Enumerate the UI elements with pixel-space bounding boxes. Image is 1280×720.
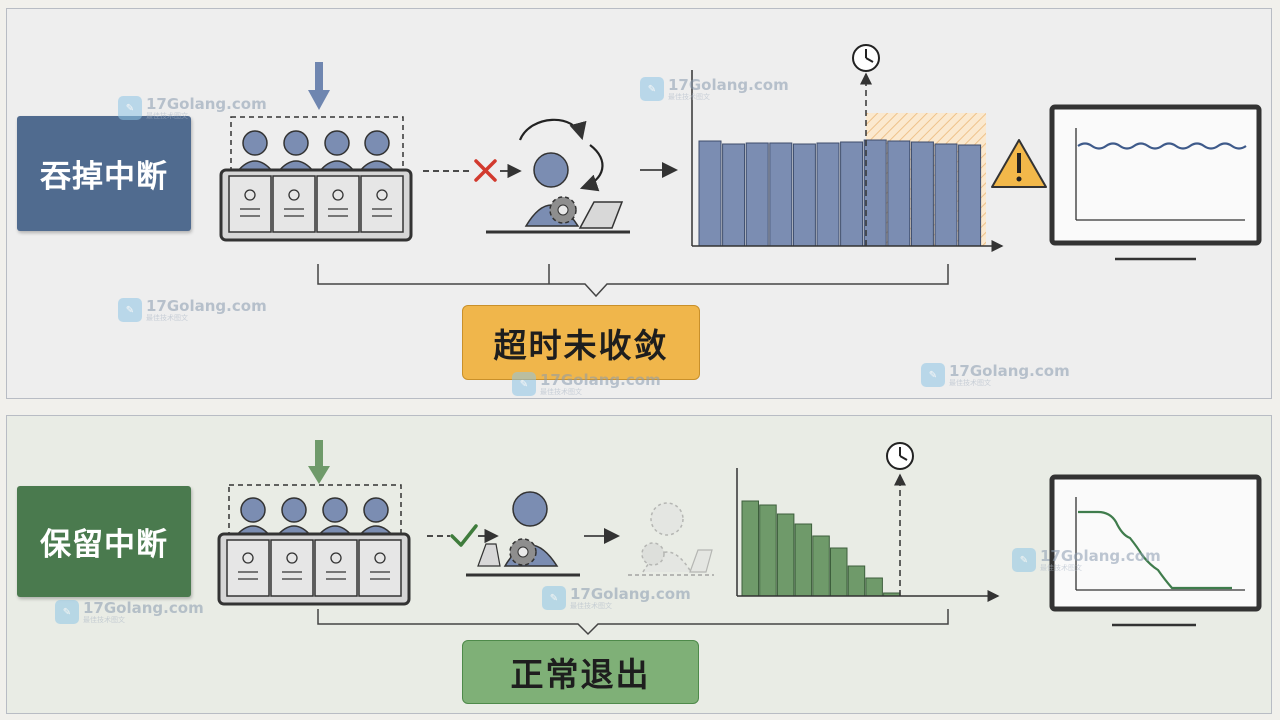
chart-bar bbox=[958, 144, 982, 247]
clock-icon bbox=[852, 44, 880, 72]
chart-bar bbox=[816, 142, 840, 247]
bracket-top bbox=[317, 264, 949, 298]
watermark-logo-icon: ✎ bbox=[542, 586, 566, 610]
chart-bar bbox=[745, 142, 769, 247]
gear-icon bbox=[549, 196, 577, 224]
chart-bar bbox=[887, 140, 911, 247]
watermark-logo-icon: ✎ bbox=[118, 298, 142, 322]
chart-bar bbox=[792, 143, 816, 247]
chart-bar bbox=[863, 139, 887, 247]
gear-icon bbox=[509, 538, 537, 566]
chart-bar bbox=[812, 535, 830, 597]
chart-top bbox=[691, 44, 1004, 252]
chart-bar bbox=[776, 513, 795, 597]
watermark-logo-icon: ✎ bbox=[55, 600, 79, 624]
watermark-logo-icon: ✎ bbox=[118, 96, 142, 120]
monitor-icon bbox=[1049, 474, 1262, 627]
chart-bar bbox=[794, 523, 813, 597]
chart-bar bbox=[847, 565, 866, 597]
laptop-icon bbox=[466, 543, 580, 577]
laptop-icon bbox=[486, 201, 630, 234]
clock-icon bbox=[886, 442, 914, 470]
watermark-logo-icon: ✎ bbox=[1012, 548, 1036, 572]
chart-bar bbox=[840, 141, 864, 247]
queue-icon bbox=[217, 484, 411, 606]
down-arrow-icon bbox=[308, 62, 330, 110]
bracket-bottom bbox=[317, 609, 949, 636]
check-icon bbox=[450, 524, 478, 547]
watermark-logo-icon: ✎ bbox=[921, 363, 945, 387]
timeout-status-box: 超时未收敛 bbox=[462, 305, 700, 380]
down-arrow-icon bbox=[308, 440, 330, 484]
queue-icon bbox=[219, 116, 413, 242]
chart-bar bbox=[769, 142, 793, 247]
worker-icon bbox=[486, 118, 630, 234]
warning-icon bbox=[991, 139, 1047, 188]
chart-bar bbox=[741, 500, 759, 597]
chart-bar bbox=[934, 143, 958, 247]
chart-bar bbox=[830, 547, 848, 597]
worker-icon bbox=[466, 491, 580, 577]
monitor-icon bbox=[1049, 104, 1262, 261]
watermark-logo-icon: ✎ bbox=[512, 372, 536, 396]
chart-bottom bbox=[736, 442, 1000, 602]
watermark-logo-icon: ✎ bbox=[640, 77, 664, 101]
chart-bar bbox=[910, 141, 934, 247]
interrupt-preserved-label: 保留中断 bbox=[17, 486, 191, 597]
chart-bar bbox=[759, 504, 777, 597]
chart-bar bbox=[865, 577, 883, 597]
chart-bar bbox=[722, 143, 746, 247]
worker-exited-icon bbox=[628, 502, 714, 576]
cross-icon bbox=[474, 159, 497, 182]
normal-exit-status-box: 正常退出 bbox=[462, 640, 699, 704]
interrupt-swallowed-label: 吞掉中断 bbox=[17, 116, 191, 231]
chart-bar bbox=[698, 140, 722, 247]
